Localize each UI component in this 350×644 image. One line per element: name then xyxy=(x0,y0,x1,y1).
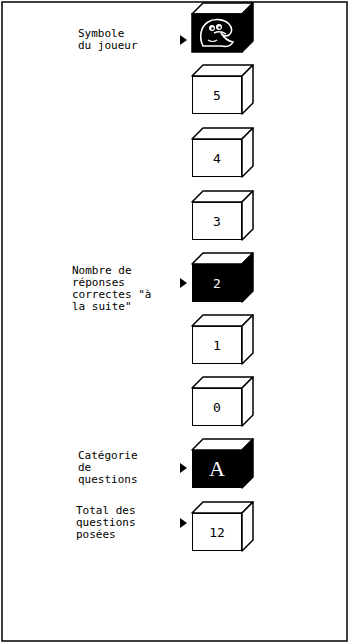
player-symbol xyxy=(192,14,242,52)
callout-label: Catégorie de questions xyxy=(78,450,142,486)
counter-cube: 12 xyxy=(192,513,242,551)
callout-label: Nombre de réponses correctes "à la suite… xyxy=(72,265,156,313)
counter-cube: A xyxy=(192,450,242,488)
cube-value: 5 xyxy=(213,88,221,103)
cube-side-face xyxy=(242,439,253,488)
cube-value: 3 xyxy=(213,214,221,229)
cube-side-face xyxy=(242,128,253,177)
pointer-arrowhead xyxy=(180,35,187,45)
cube-value: 1 xyxy=(213,338,221,353)
pointer-arrows xyxy=(180,35,187,528)
pointer-arrowhead xyxy=(180,463,187,473)
counter-cube: 2 xyxy=(192,264,242,302)
cube-side-face xyxy=(242,191,253,240)
cube-faces xyxy=(192,3,253,551)
cube-value: 2 xyxy=(213,276,221,291)
counter-cube: 1 xyxy=(192,326,242,364)
cube-side-face xyxy=(242,3,253,52)
cube-value: 0 xyxy=(213,400,221,415)
counter-cube: 0 xyxy=(192,388,242,426)
pointer-arrowhead xyxy=(180,518,187,528)
frame xyxy=(2,2,347,641)
counter-cube: 4 xyxy=(192,139,242,177)
cube-side-face xyxy=(242,315,253,364)
cube-value: 4 xyxy=(213,151,221,166)
cube-value: A xyxy=(209,456,225,482)
callout-label: Total des questions posées xyxy=(76,505,140,541)
cube-side-face xyxy=(242,253,253,302)
cube-side-face xyxy=(242,502,253,551)
counter-cube: 5 xyxy=(192,76,242,114)
cube-side-face xyxy=(242,65,253,114)
callout-label: Symbole du joueur xyxy=(78,28,142,52)
cube-value: 12 xyxy=(209,525,225,540)
cube-side-face xyxy=(242,377,253,426)
pointer-arrowhead xyxy=(180,278,187,288)
counter-cube: 3 xyxy=(192,202,242,240)
